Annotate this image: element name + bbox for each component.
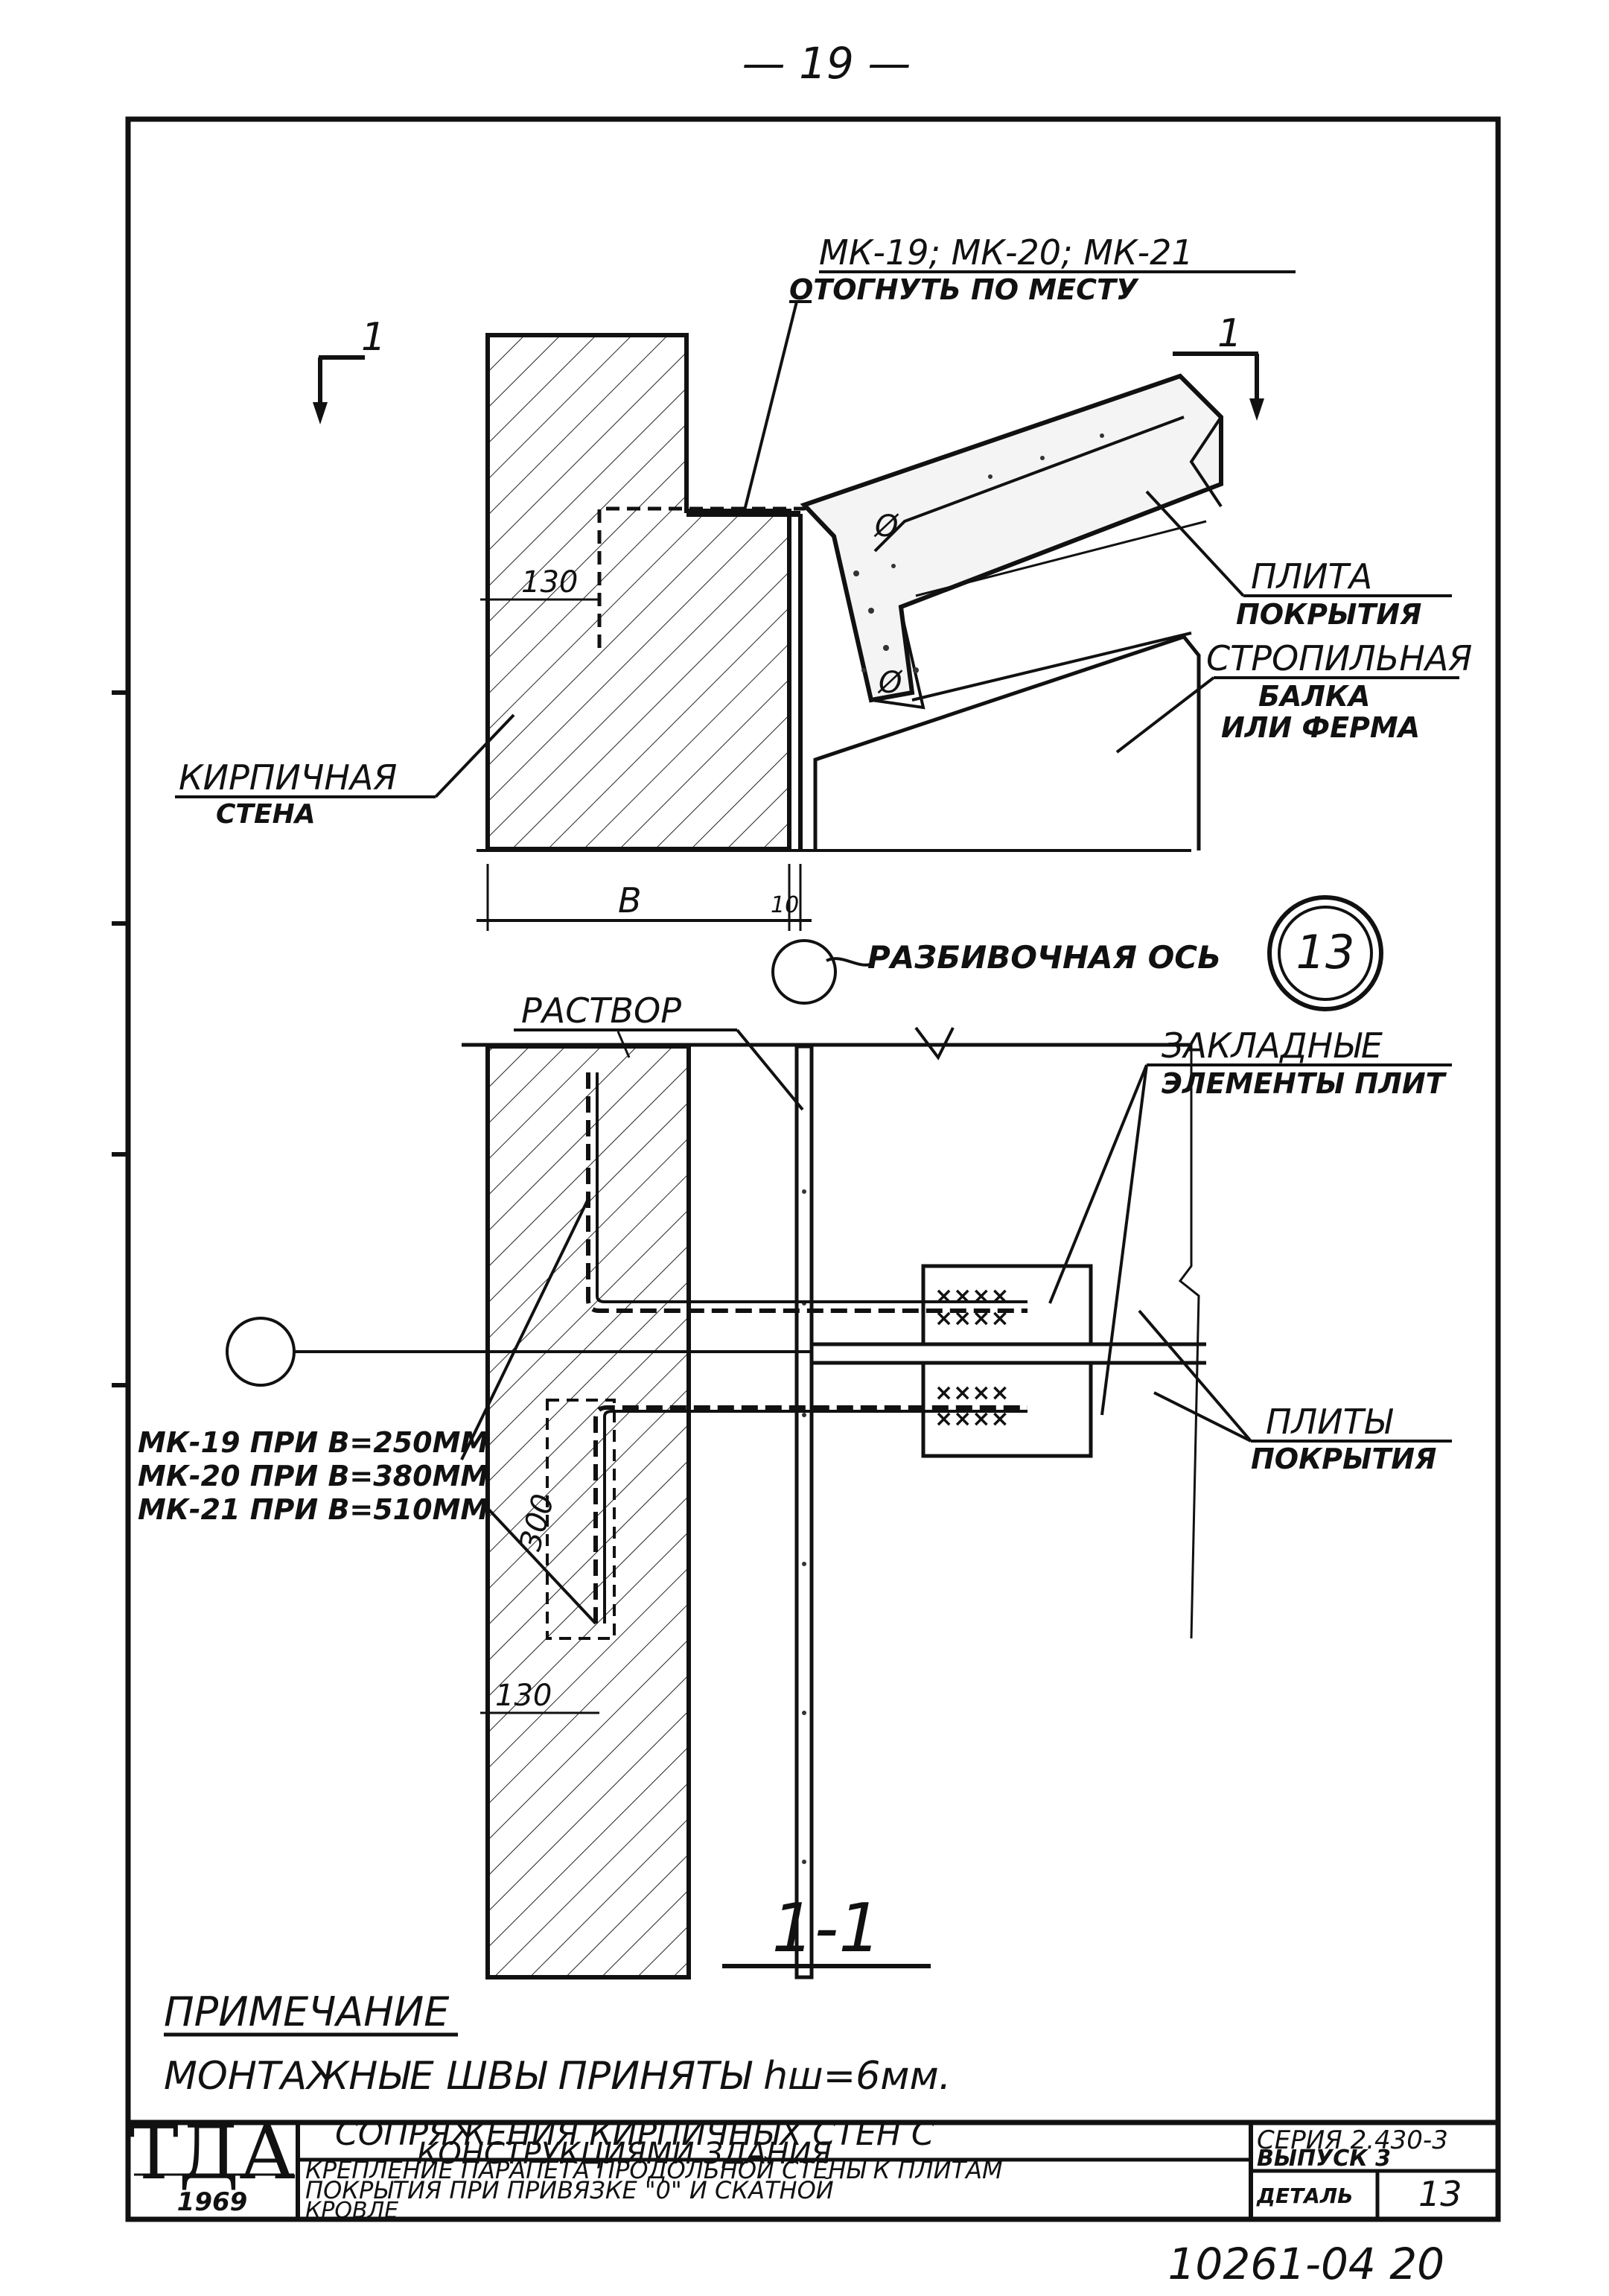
detail-value: 13: [1418, 2174, 1462, 2214]
rafter-beam: [813, 635, 1201, 850]
dim-b: В: [618, 880, 642, 920]
note-title: ПРИМЕЧАНИЕ: [164, 1988, 450, 2035]
axis-circle-top: [771, 939, 837, 1005]
label-mk20: МК-20 ПРИ В=380ММ: [138, 1460, 488, 1492]
label-mk-top-2: ОТОГНУТЬ ПО МЕСТУ: [789, 273, 1139, 306]
dim-130-top: 130: [521, 565, 578, 600]
label-mk-top-1: МК-19; МК-20; МК-21: [819, 232, 1194, 273]
label-kirp-2: СТЕНА: [216, 799, 316, 830]
label-zaklad-2: ЭЛЕМЕНТЫ ПЛИТ: [1162, 1067, 1447, 1100]
title-block: ТДА 1969 СОПРЯЖЕНИЯ КИРПИЧНЫХ СТЕН С КОН…: [128, 2109, 1498, 2224]
label-stropil-3: ИЛИ ФЕРМА: [1221, 711, 1420, 744]
svg-text:Ø: Ø: [877, 666, 903, 700]
section-title: 1-1: [772, 1889, 882, 1968]
detail-label: ДЕТАЛЬ: [1256, 2184, 1353, 2208]
label-plita-1: ПЛИТА: [1251, 556, 1372, 597]
label-razb-os: РАЗБИВОЧНАЯ ОСЬ: [867, 939, 1221, 976]
label-stropil-2: БАЛКА: [1258, 680, 1370, 713]
subtitle-line-3: КРОВЛЕ: [305, 2198, 398, 2224]
label-rastvor: РАСТВОР: [521, 990, 681, 1031]
detail-circle: [1267, 895, 1383, 1011]
svg-text:Ø: Ø: [873, 509, 899, 544]
label-zaklad-1: ЗАКЛАДНЫЕ: [1162, 1025, 1383, 1066]
sheet-frame: [125, 116, 1501, 2222]
title-line-1: СОПРЯЖЕНИЯ КИРПИЧНЫХ СТЕН С: [335, 2115, 934, 2153]
dim-130-bottom: 130: [495, 1679, 552, 1713]
svg-text:××××: ××××: [934, 1283, 1010, 1309]
margin-ticks: [112, 690, 128, 1387]
title-year: 1969: [177, 2187, 248, 2217]
note-text: МОНТАЖНЫЕ ШВЫ ПРИНЯТЫ hш=6мм.: [164, 2054, 951, 2099]
logo-tda: ТДА: [129, 2109, 296, 2196]
page-number: — 19 —: [742, 38, 911, 89]
label-plity-1: ПЛИТЫ: [1266, 1402, 1394, 1442]
sheet-code: 10261-04 20: [1168, 2239, 1444, 2289]
axis-circle-section: [226, 1317, 296, 1387]
label-plita-2: ПОКРЫТИЯ: [1236, 598, 1421, 631]
series-line-1: СЕРИЯ 2.430-3: [1257, 2125, 1448, 2155]
subtitle-line-2: ПОКРЫТИЯ ПРИ ПРИВЯЗКЕ "0" И СКАТНОЙ: [305, 2176, 834, 2204]
embed-plate-upper: [921, 1264, 1093, 1346]
svg-text:××××: ××××: [934, 1306, 1010, 1332]
roof-slab: [800, 373, 1223, 703]
label-mk19: МК-19 ПРИ В=250ММ: [138, 1426, 488, 1459]
label-stropil-1: СТРОПИЛЬНАЯ: [1206, 638, 1472, 678]
label-kirp-1: КИРПИЧНАЯ: [179, 757, 397, 798]
series-line-2: ВЫПУСК 3: [1257, 2146, 1391, 2172]
section-mark-right: 1: [1217, 311, 1242, 356]
title-line-2: КОНСТРУКЦИЯМИ ЗДАНИЯ: [417, 2137, 832, 2171]
label-plity-2: ПОКРЫТИЯ: [1251, 1443, 1436, 1475]
section-mark-left: 1: [361, 315, 386, 360]
section-1-1: ×××× ×××× ×××× ×××× 130 300 РАСТВОР ЗАКЛ…: [138, 990, 1452, 1979]
brick-wall-section: [485, 1044, 691, 1979]
subtitle-line-1: КРЕПЛЕНИЕ ПАРАПЕТА ПРОДОЛЬНОЙ СТЕНЫ К ПЛ…: [305, 2156, 1003, 2184]
label-mk21: МК-21 ПРИ В=510ММ: [138, 1493, 488, 1526]
dim-10: 10: [771, 892, 799, 918]
mortar-joint: [794, 1044, 814, 1979]
svg-text:××××: ××××: [934, 1380, 1010, 1406]
detail-circle-number: 13: [1296, 925, 1355, 979]
top-detail: Ø Ø 1 1 МК-19; МК-20; МК-21 ОТОГНУТЬ ПО …: [175, 232, 1472, 1011]
